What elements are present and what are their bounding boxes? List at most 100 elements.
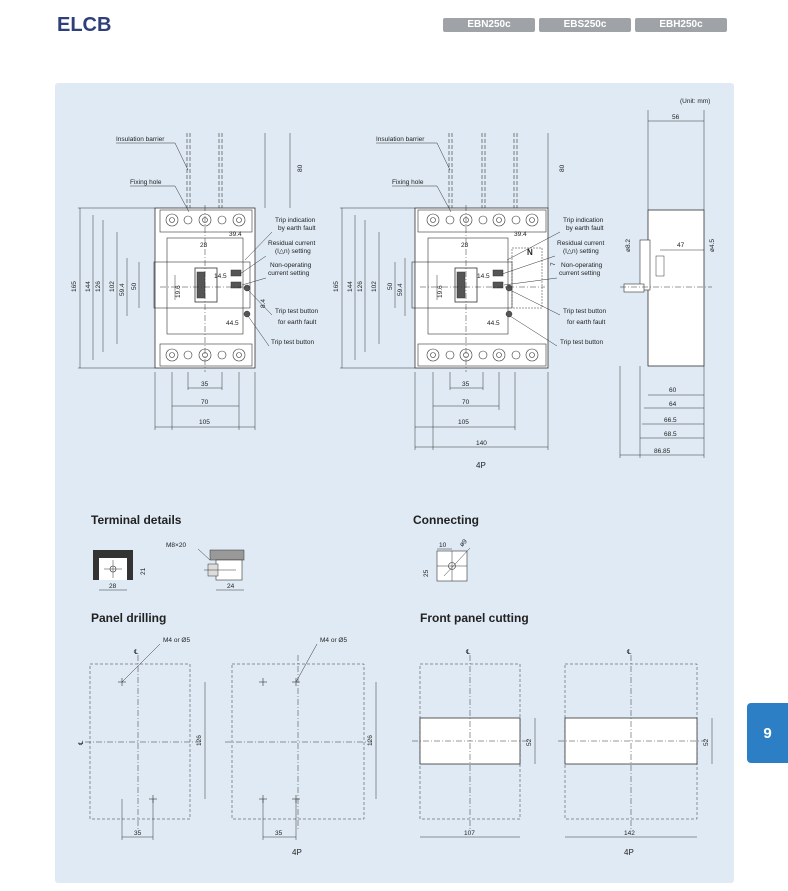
svg-text:142: 142 [624, 830, 635, 837]
svg-text:21: 21 [140, 567, 147, 575]
terminal-details: Terminal details 28 21 M8×20 24 [91, 513, 245, 591]
svg-text:Connecting: Connecting [413, 513, 479, 527]
svg-text:Trip test button: Trip test button [560, 339, 603, 346]
svg-text:35: 35 [275, 830, 283, 837]
chapter-tab[interactable]: 9 [747, 703, 788, 763]
svg-text:Non-operating: Non-operating [270, 262, 312, 269]
svg-text:52: 52 [703, 738, 710, 746]
panel-drilling: Panel drilling ℄ ℄ M4 or Ø5 126 35 M4 or… [78, 611, 377, 857]
svg-text:66.5: 66.5 [664, 417, 677, 424]
svg-text:24: 24 [227, 583, 235, 590]
svg-text:165: 165 [333, 281, 340, 292]
svg-text:℄: ℄ [134, 649, 139, 656]
svg-text:80: 80 [297, 164, 304, 172]
svg-text:ø4.5: ø4.5 [709, 239, 716, 252]
svg-text:44.5: 44.5 [487, 320, 500, 327]
svg-text:59.4: 59.4 [397, 283, 404, 296]
svg-text:Non-operating: Non-operating [561, 262, 603, 269]
svg-text:50: 50 [131, 282, 138, 290]
svg-text:39.4: 39.4 [229, 231, 242, 238]
svg-text:126: 126 [357, 281, 364, 292]
svg-text:144: 144 [347, 281, 354, 292]
svg-text:28: 28 [109, 583, 117, 590]
svg-text:N: N [527, 248, 533, 257]
tab-ebn250c[interactable]: EBN250c [443, 18, 535, 32]
svg-text:105: 105 [458, 419, 469, 426]
svg-text:M8×20: M8×20 [166, 542, 186, 549]
svg-text:ø8.2: ø8.2 [625, 239, 632, 252]
svg-text:107: 107 [464, 830, 475, 837]
svg-text:Insulation barrier: Insulation barrier [376, 136, 425, 143]
svg-text:126: 126 [196, 735, 203, 746]
svg-text:Residual current: Residual current [268, 240, 316, 247]
svg-text:102: 102 [371, 281, 378, 292]
svg-text:105: 105 [199, 419, 210, 426]
dimensions-3p: 165 144 126 102 59.4 50 19.6 80 28 39.4 … [71, 133, 304, 430]
model-tabs: EBN250c EBS250c EBH250c [443, 18, 727, 32]
svg-text:Insulation barrier: Insulation barrier [116, 136, 165, 143]
svg-text:19.6: 19.6 [175, 285, 182, 298]
svg-text:(I△n) setting: (I△n) setting [275, 248, 311, 255]
svg-text:(I△n) setting: (I△n) setting [563, 248, 599, 255]
svg-text:52: 52 [526, 738, 533, 746]
side-view: 56 ø8.2 47 ø4.5 60 64 66.5 68.5 86.85 [619, 110, 716, 458]
svg-text:Fixing hole: Fixing hole [392, 179, 424, 186]
svg-text:4P: 4P [292, 848, 302, 857]
tab-ebs250c[interactable]: EBS250c [539, 18, 631, 32]
tab-ebh250c[interactable]: EBH250c [635, 18, 727, 32]
svg-text:℄: ℄ [78, 740, 85, 745]
svg-text:for earth fault: for earth fault [278, 319, 316, 326]
svg-text:44.5: 44.5 [226, 320, 239, 327]
svg-text:7: 7 [550, 262, 557, 266]
svg-text:by earth fault: by earth fault [278, 225, 316, 232]
svg-text:39.4: 39.4 [514, 231, 527, 238]
front-view-3p [153, 133, 256, 372]
front-panel-cutting: Front panel cutting ℄ 52 107 ℄ 52 142 4P [412, 611, 713, 857]
svg-text:50: 50 [387, 282, 394, 290]
svg-text:M4 or Ø5: M4 or Ø5 [163, 637, 190, 644]
svg-text:165: 165 [71, 281, 78, 292]
svg-text:86.85: 86.85 [654, 448, 671, 455]
svg-text:by earth fault: by earth fault [566, 225, 604, 232]
svg-text:Trip indication: Trip indication [275, 217, 316, 224]
svg-text:59.4: 59.4 [119, 283, 126, 296]
svg-text:Panel drilling: Panel drilling [91, 611, 166, 625]
front-view-4p: N [411, 133, 549, 372]
svg-text:Front panel cutting: Front panel cutting [420, 611, 529, 625]
svg-text:Terminal details: Terminal details [91, 513, 182, 527]
svg-text:102: 102 [109, 281, 116, 292]
dimensions-4p: 165 144 126 102 50 59.4 19.6 80 28 39.4 … [333, 133, 566, 470]
svg-text:M4 or Ø5: M4 or Ø5 [320, 637, 347, 644]
svg-text:14.5: 14.5 [214, 273, 227, 280]
svg-text:Fixing hole: Fixing hole [130, 179, 162, 186]
unit-note: (Unit: mm) [680, 98, 710, 105]
svg-text:70: 70 [462, 399, 470, 406]
svg-text:for earth fault: for earth fault [567, 319, 605, 326]
svg-text:126: 126 [95, 281, 102, 292]
svg-text:70: 70 [201, 399, 209, 406]
svg-text:28: 28 [200, 242, 208, 249]
svg-text:25: 25 [423, 569, 430, 577]
svg-text:140: 140 [476, 440, 487, 447]
svg-text:56: 56 [672, 114, 680, 121]
svg-text:Trip test button: Trip test button [563, 308, 606, 315]
svg-text:14.5: 14.5 [477, 273, 490, 280]
label-4p-front: 4P [476, 461, 486, 470]
svg-text:60: 60 [669, 387, 677, 394]
svg-text:current setting: current setting [559, 270, 601, 277]
svg-text:64: 64 [669, 401, 677, 408]
svg-text:Trip indication: Trip indication [563, 217, 604, 224]
callouts-4p: Insulation barrier Fixing hole Trip indi… [376, 136, 606, 347]
svg-text:68.5: 68.5 [664, 431, 677, 438]
svg-text:℄: ℄ [466, 649, 471, 656]
svg-text:35: 35 [201, 381, 209, 388]
svg-text:35: 35 [134, 830, 142, 837]
connecting: Connecting 10 ø9 25 [413, 513, 479, 582]
svg-text:ø9: ø9 [458, 538, 469, 549]
svg-text:4P: 4P [624, 848, 634, 857]
svg-text:19.6: 19.6 [437, 285, 444, 298]
callouts-3p: Insulation barrier Fixing hole Trip indi… [116, 136, 318, 347]
svg-text:126: 126 [367, 735, 374, 746]
svg-text:28: 28 [461, 242, 469, 249]
